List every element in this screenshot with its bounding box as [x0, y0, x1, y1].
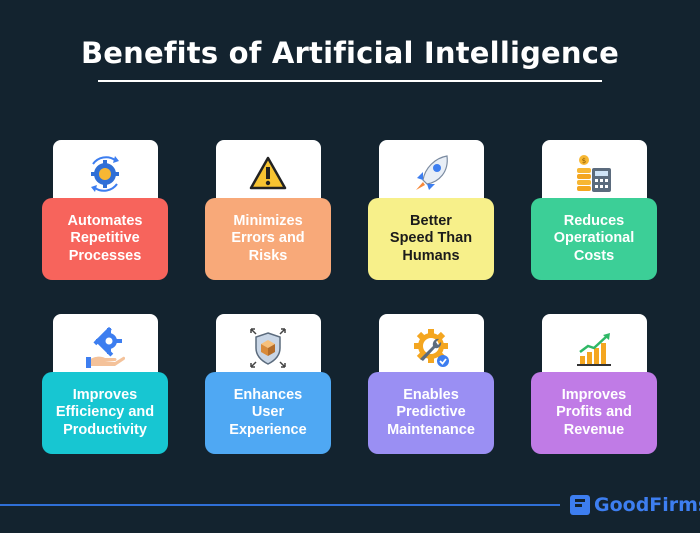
gear-cycle-icon — [91, 156, 119, 192]
card-label: Enables Predictive Maintenance — [387, 386, 475, 438]
label-box: Enhances User Experience — [205, 372, 331, 454]
page-title: Benefits of Artificial Intelligence — [80, 36, 620, 70]
growth-chart-icon — [577, 333, 611, 366]
card-label: Enhances User Experience — [229, 386, 307, 438]
card-profits: Improves Profits and Revenue — [531, 314, 657, 454]
card-label: Improves Efficiency and Productivity — [55, 386, 155, 438]
card-efficiency: Improves Efficiency and Productivity — [42, 314, 168, 454]
label-box: Minimizes Errors and Risks — [205, 198, 331, 280]
shield-box-icon — [250, 328, 286, 368]
card-label: Improves Profits and Revenue — [556, 386, 632, 438]
card-speed: Better Speed Than Humans — [368, 140, 494, 280]
brand-name: GoodFirms — [594, 494, 700, 516]
gear-wrench-icon — [414, 329, 449, 367]
card-automates: Automates Repetitive Processes — [42, 140, 168, 280]
warning-triangle-icon — [249, 156, 287, 190]
label-box: Reduces Operational Costs — [531, 198, 657, 280]
hand-gear-icon — [86, 326, 125, 368]
footer-line — [0, 504, 560, 506]
card-label: Minimizes Errors and Risks — [231, 212, 305, 264]
label-box: Improves Efficiency and Productivity — [42, 372, 168, 454]
coins-calculator-icon: $ — [577, 155, 611, 192]
svg-text:$: $ — [582, 157, 586, 165]
label-box: Automates Repetitive Processes — [42, 198, 168, 280]
rocket-icon — [416, 155, 448, 190]
goodfirms-logo-icon — [570, 495, 590, 515]
label-box: Improves Profits and Revenue — [531, 372, 657, 454]
card-label: Automates Repetitive Processes — [67, 212, 143, 264]
card-label: Better Speed Than Humans — [389, 212, 473, 264]
card-reduces: $ Reduces Operational Costs — [531, 140, 657, 280]
brand-logo: GoodFirms — [570, 493, 700, 517]
label-box: Better Speed Than Humans — [368, 198, 494, 280]
card-minimizes: Minimizes Errors and Risks — [205, 140, 331, 280]
title-underline — [98, 80, 602, 82]
card-experience: Enhances User Experience — [205, 314, 331, 454]
label-box: Enables Predictive Maintenance — [368, 372, 494, 454]
card-label: Reduces Operational Costs — [553, 212, 635, 264]
card-maintenance: Enables Predictive Maintenance — [368, 314, 494, 454]
